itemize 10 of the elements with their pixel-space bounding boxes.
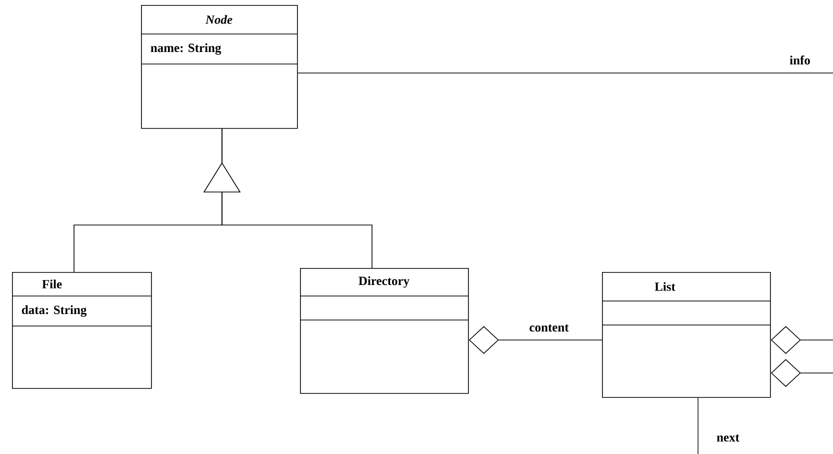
class-box: List (602, 272, 771, 398)
edge-label: next (716, 433, 740, 443)
aggregation-line (770, 326, 833, 354)
inheritance-line (222, 128, 372, 268)
class-box: File data: String (12, 272, 152, 389)
class-box: Node name: String (140, 5, 298, 129)
association-line (297, 72, 833, 74)
class-box: Directory (300, 268, 469, 394)
edge-label: content (528, 323, 570, 333)
edge-label: info (788, 54, 812, 66)
